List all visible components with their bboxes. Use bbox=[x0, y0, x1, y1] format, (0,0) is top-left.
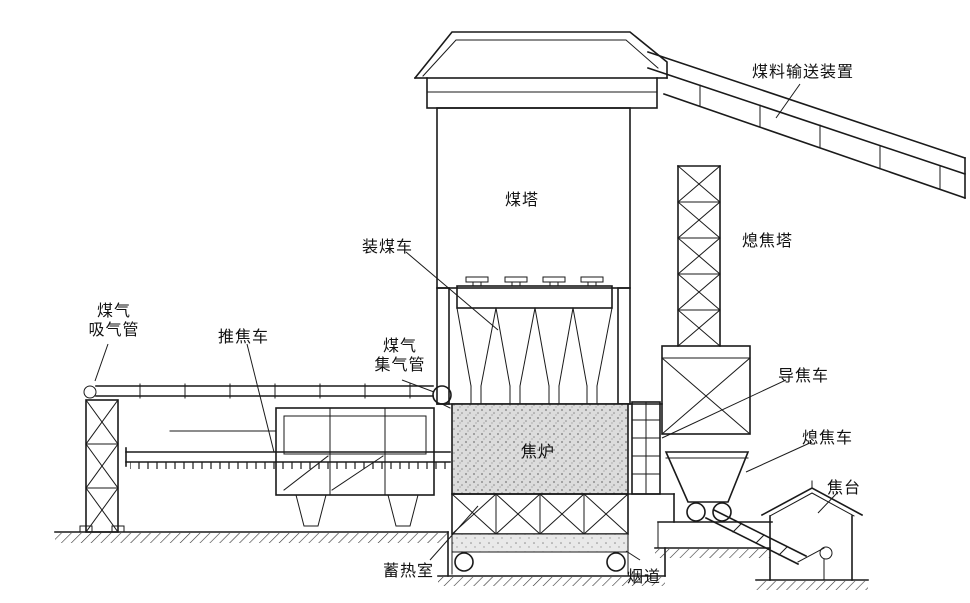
flue-duct bbox=[451, 551, 629, 575]
label-pusher-car: 推焦车 bbox=[218, 329, 270, 346]
coke-wharf bbox=[760, 480, 864, 581]
label-quenching-car: 熄焦车 bbox=[802, 430, 854, 447]
label-gas-suction-pipe-line2: 吸气管 bbox=[88, 322, 140, 339]
label-quenching-tower: 熄焦塔 bbox=[742, 233, 794, 250]
coke-chute bbox=[704, 508, 808, 566]
leader-lines bbox=[94, 83, 839, 561]
gas-suction-pipe bbox=[83, 383, 434, 399]
label-gas-suction-pipe-line1: 煤气 bbox=[96, 303, 131, 320]
label-regenerator: 蓄热室 bbox=[383, 563, 435, 580]
label-coal-conveyor: 煤料输送装置 bbox=[752, 64, 855, 81]
label-flue: 烟道 bbox=[627, 569, 662, 586]
coke-oven bbox=[436, 403, 663, 495]
coal-conveyor bbox=[646, 50, 967, 200]
pusher-car bbox=[125, 407, 451, 527]
charging-car bbox=[456, 276, 613, 404]
quenching-tower bbox=[661, 165, 751, 435]
coke-guide-car bbox=[627, 401, 675, 523]
left-support-tower bbox=[79, 399, 125, 533]
label-coke-wharf: 焦台 bbox=[827, 480, 862, 497]
label-coke-guide-car: 导焦车 bbox=[778, 368, 830, 385]
regenerator bbox=[451, 493, 629, 553]
label-charging-car: 装煤车 bbox=[362, 239, 414, 256]
label-coke-oven: 焦炉 bbox=[521, 444, 556, 461]
label-gas-collecting-main: 煤气 集气管 bbox=[368, 337, 432, 375]
label-gas-collecting-main-line2: 集气管 bbox=[374, 357, 426, 374]
quenching-car bbox=[657, 451, 773, 549]
label-gas-collecting-main-line1: 煤气 bbox=[382, 338, 417, 355]
label-gas-suction-pipe: 煤气 吸气管 bbox=[82, 302, 146, 340]
ground bbox=[54, 531, 869, 590]
label-coal-tower: 煤塔 bbox=[505, 192, 540, 209]
coal-tower bbox=[413, 31, 668, 405]
